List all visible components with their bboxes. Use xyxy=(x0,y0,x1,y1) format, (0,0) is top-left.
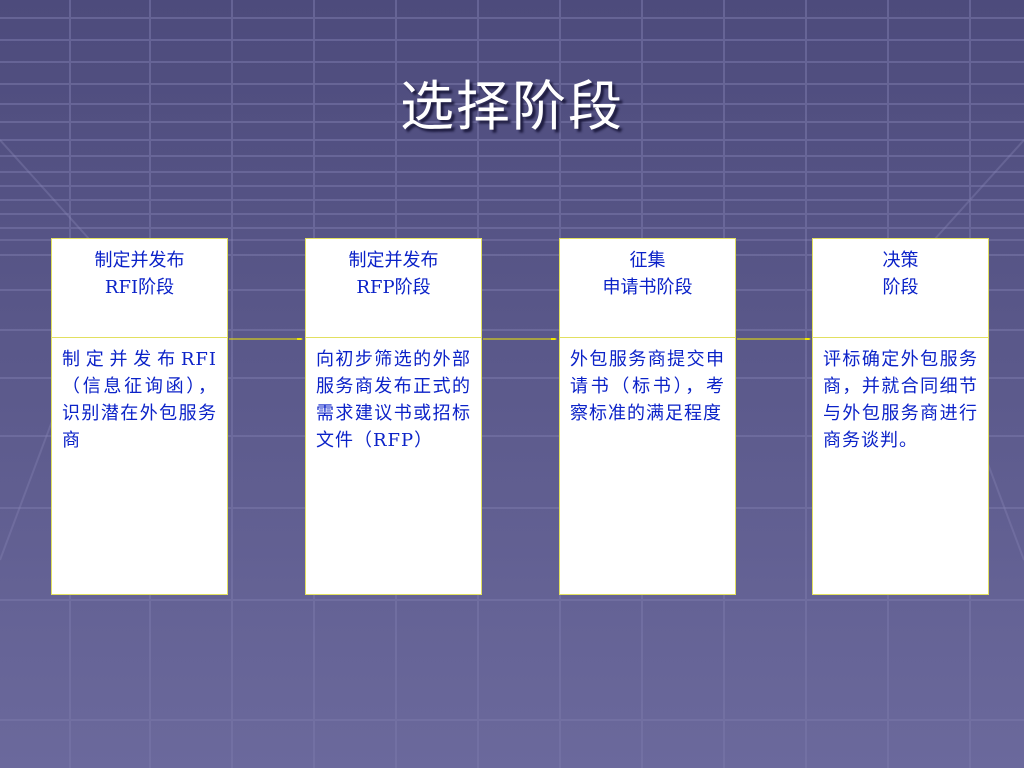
stage-header-line1: 征集 xyxy=(629,250,666,271)
slide-title: 选择阶段 xyxy=(400,75,624,138)
stage-header-line1: 制定并发布 xyxy=(94,250,185,271)
stage-header: 决策 阶段 xyxy=(813,239,988,338)
stage-card-decision: 决策 阶段 评标确定外包服务商，并就合同细节与外包服务商进行商务谈判。 xyxy=(812,238,989,595)
stage-description: 制定并发布RFI（信息征询函），识别潜在外包服务商 xyxy=(62,349,217,451)
flow-arrow-icon xyxy=(229,338,303,340)
stage-header: 制定并发布 RFI阶段 xyxy=(52,239,227,338)
flow-arrow-icon xyxy=(737,338,811,340)
stage-header-line2: 阶段 xyxy=(882,277,919,298)
stage-card-rfi: 制定并发布 RFI阶段 制定并发布RFI（信息征询函），识别潜在外包服务商 xyxy=(51,238,228,595)
stage-description: 评标确定外包服务商，并就合同细节与外包服务商进行商务谈判。 xyxy=(823,349,978,451)
stage-header-line1: 决策 xyxy=(882,250,919,271)
stage-description: 向初步筛选的外部服务商发布正式的需求建议书或招标文件（RFP） xyxy=(316,349,471,451)
stage-header-line2: 申请书阶段 xyxy=(602,277,693,298)
stage-header-line2: RFP阶段 xyxy=(356,277,431,298)
flow-arrow-icon xyxy=(483,338,557,340)
stage-header-line1: 制定并发布 xyxy=(348,250,439,271)
stage-description: 外包服务商提交申请书（标书），考察标准的满足程度 xyxy=(570,349,725,424)
stage-header: 制定并发布 RFP阶段 xyxy=(306,239,481,338)
stage-card-proposal: 征集 申请书阶段 外包服务商提交申请书（标书），考察标准的满足程度 xyxy=(559,238,736,595)
stage-card-rfp: 制定并发布 RFP阶段 向初步筛选的外部服务商发布正式的需求建议书或招标文件（R… xyxy=(305,238,482,595)
stage-header: 征集 申请书阶段 xyxy=(560,239,735,338)
stage-header-line2: RFI阶段 xyxy=(104,277,175,298)
